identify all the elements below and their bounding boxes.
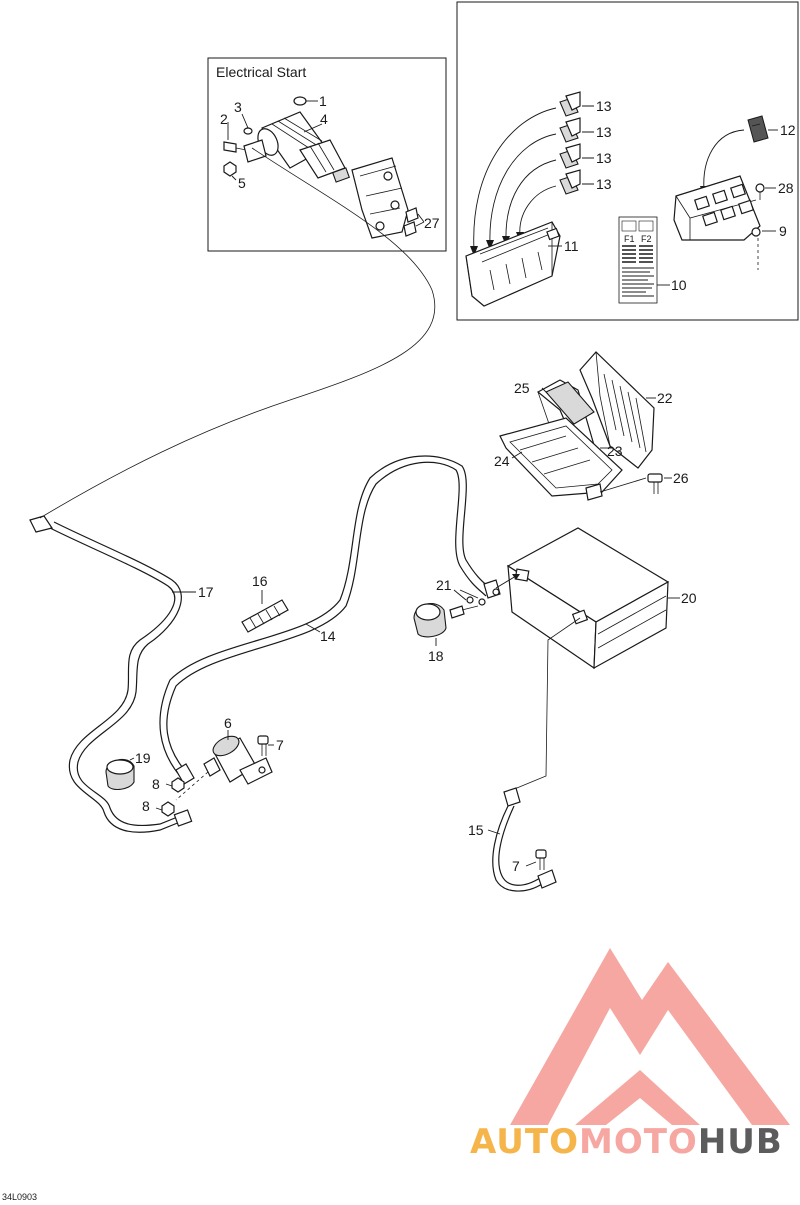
starter-bracket (351, 157, 409, 239)
fuse-holder (465, 221, 561, 307)
logo-text-moto: MOTO (579, 1122, 698, 1162)
logo-inner-mark (575, 1070, 700, 1125)
fuse-arrows (470, 107, 557, 256)
screw-7-ground (535, 849, 547, 870)
inset-title: Electrical Start (216, 64, 306, 80)
logo-triangle-mark (510, 948, 790, 1125)
callout-23: 23 (607, 443, 623, 459)
callout-7-a: 7 (276, 737, 284, 753)
callout-12: 12 (780, 122, 796, 138)
fuse-1 (559, 91, 581, 117)
callout-13-a: 13 (596, 98, 612, 114)
callout-9: 9 (779, 223, 787, 239)
inset-leaders (227, 100, 425, 227)
battery-tray (499, 417, 623, 501)
battery-cover (579, 351, 655, 469)
fuses (559, 91, 581, 195)
callout-26: 26 (673, 470, 689, 486)
callout-13-d: 13 (596, 176, 612, 192)
cable-15 (492, 787, 557, 892)
battery-holder-assembly: 25 22 24 23 26 (494, 351, 689, 501)
screws-21 (449, 596, 486, 619)
screw-28 (755, 183, 765, 200)
callout-27: 27 (424, 215, 440, 231)
fuse-chart-label: F1 F2 (618, 216, 658, 304)
inset-electrical-start: Electrical Start (207, 57, 447, 252)
callout-4: 4 (320, 111, 328, 127)
callout-10: 10 (671, 277, 687, 293)
callout-2: 2 (220, 111, 228, 127)
screw-7-solenoid (257, 735, 269, 756)
battery (506, 527, 670, 670)
screw-26 (647, 473, 663, 494)
starter-motor (257, 111, 350, 183)
relay-box (673, 175, 761, 241)
nut-8-upper (171, 777, 185, 793)
callout-18: 18 (428, 648, 444, 664)
callout-11: 11 (564, 238, 579, 254)
callout-8-b: 8 (142, 798, 150, 814)
callout-19: 19 (135, 750, 151, 766)
fuse-chart-f1: F1 (624, 234, 635, 244)
starter-solenoid (203, 735, 273, 785)
grommet-16 (241, 599, 289, 633)
fuse-2 (559, 117, 581, 143)
callout-13-c: 13 (596, 150, 612, 166)
callout-20: 20 (681, 590, 697, 606)
svg-text:AUTOMOTOHUB: AUTOMOTOHUB (470, 1122, 783, 1162)
callout-22: 22 (657, 390, 673, 406)
callout-25: 25 (514, 380, 530, 396)
fuse-3 (559, 143, 581, 169)
relay (747, 115, 769, 143)
callout-17: 17 (198, 584, 214, 600)
reference-line-starter-to-cable (39, 147, 436, 519)
callout-13-b: 13 (596, 124, 612, 140)
cable-14 (159, 455, 501, 785)
reference-line-battery-to-ground (511, 617, 581, 791)
inset-fuse-box: 13 13 13 13 11 F1 F2 (456, 1, 799, 321)
fuse-chart-f2: F2 (641, 234, 652, 244)
callout-28: 28 (778, 180, 794, 196)
terminal-cap-19 (105, 758, 135, 791)
callout-1: 1 (319, 93, 327, 109)
callout-24: 24 (494, 453, 510, 469)
callout-16: 16 (252, 573, 268, 589)
nut-8-lower (161, 801, 175, 817)
cable-17 (29, 515, 193, 833)
callout-21: 21 (436, 577, 452, 593)
logo-text-auto: AUTO (470, 1122, 579, 1162)
terminal-cap-18 (413, 603, 447, 638)
callout-3: 3 (234, 99, 242, 115)
callout-5: 5 (238, 175, 246, 191)
callout-8-a: 8 (152, 776, 160, 792)
figure-id: 34L0903 (2, 1192, 37, 1202)
fuse-4 (559, 169, 581, 195)
callout-6: 6 (224, 715, 232, 731)
callout-15: 15 (468, 822, 484, 838)
callout-14: 14 (320, 628, 336, 644)
logo-text-hub: HUB (698, 1122, 783, 1162)
callout-7-b: 7 (512, 858, 520, 874)
automotohub-logo: AUTOMOTOHUB (470, 948, 790, 1162)
